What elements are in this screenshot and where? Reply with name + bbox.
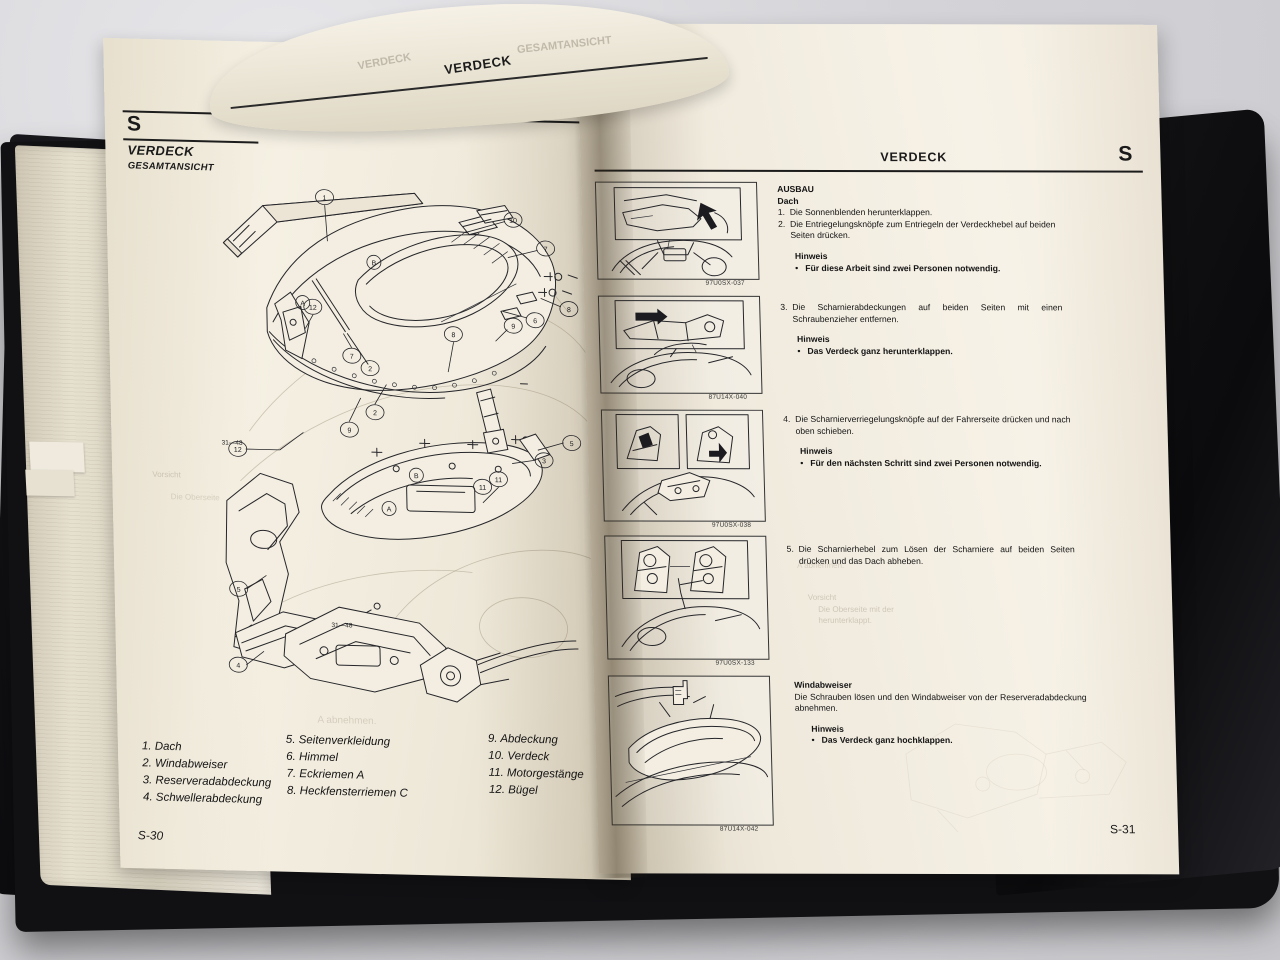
svg-text:11: 11 <box>479 485 487 492</box>
step-number: 3. <box>780 301 788 312</box>
svg-text:12: 12 <box>309 305 317 312</box>
text-block-step3: 3. Die Scharnierabdeckungen auf beiden S… <box>780 302 1064 358</box>
svg-text:31—48: 31—48 <box>331 622 352 630</box>
show-through-curl-right: GESAMTANSICHT <box>516 34 613 57</box>
figure-caption-5: 87U14X-042 <box>719 825 759 833</box>
svg-text:31—48: 31—48 <box>222 439 243 447</box>
svg-text:5: 5 <box>237 587 241 594</box>
step-text: Die Scharnierverriegelungsknöpfe auf der… <box>795 413 1071 436</box>
text-block-step4: 4. Die Scharnierverriegelungsknöpfe auf … <box>783 414 1081 470</box>
note-heading: Hinweis <box>799 446 833 457</box>
figure-panel-1 <box>594 181 760 280</box>
svg-text:7: 7 <box>544 246 548 253</box>
svg-text:7: 7 <box>350 354 354 361</box>
open-book-spread: Vorsicht Die Oberseite A abnehmen. S VER… <box>103 0 1180 898</box>
step-item: 1. Die Sonnenblenden herunterklappen. <box>778 207 1060 219</box>
note-heading: Hinweis <box>794 250 828 261</box>
show-through-abnehmen: A abnehmen. <box>796 560 845 570</box>
legend-item: 12. Bügel <box>488 783 538 797</box>
page-tab-lower <box>25 469 75 497</box>
svg-text:6: 6 <box>533 318 537 325</box>
svg-text:10: 10 <box>509 218 517 225</box>
svg-text:3: 3 <box>542 458 546 465</box>
svg-text:11: 11 <box>495 477 503 484</box>
figure-panel-2 <box>597 295 763 394</box>
svg-text:8: 8 <box>567 307 571 314</box>
svg-text:A: A <box>387 506 392 513</box>
svg-text:9: 9 <box>347 428 351 435</box>
svg-text:B: B <box>414 473 419 480</box>
legend-column-2: 5. Seitenverkleidung 6. Himmel 7. Eckrie… <box>286 732 408 803</box>
figure-caption-1: 97U0SX-037 <box>705 279 745 287</box>
show-through-curl-left: VERDECK <box>356 51 412 73</box>
note-body: Für diese Arbeit sind zwei Personen notw… <box>805 263 1061 275</box>
step-number: 4. <box>783 413 791 424</box>
svg-text:4: 4 <box>236 663 240 670</box>
text-block-ausbau: AUSBAU Dach 1. Die Sonnenblenden herunte… <box>777 184 1061 275</box>
curled-page-header: VERDECK <box>443 52 513 78</box>
svg-text:12: 12 <box>234 447 242 454</box>
figure-panel-4 <box>604 535 770 660</box>
svg-text:5: 5 <box>570 441 574 448</box>
heading-windabweiser: Windabweiser <box>794 679 853 690</box>
left-page-number: S-30 <box>137 828 164 843</box>
figure-caption-4: 97U0SX-133 <box>715 659 755 667</box>
show-through-art-right <box>895 714 1138 844</box>
figure-panel-3 <box>600 409 766 522</box>
svg-text:9: 9 <box>511 324 515 331</box>
legend-column-3: 9. Abdeckung 10. Verdeck 11. Motorgestän… <box>488 731 585 801</box>
svg-text:8: 8 <box>451 332 455 339</box>
right-section-letter: S <box>1118 142 1133 166</box>
figure-caption-2: 87U14X-040 <box>708 393 748 401</box>
right-page: VERDECK S <box>576 23 1180 875</box>
step-item: 2. Die Entriegelungsknöpfe zum Entriegel… <box>778 219 1061 243</box>
svg-text:2: 2 <box>373 410 377 417</box>
note-heading: Hinweis <box>796 334 830 345</box>
heading-ausbau: AUSBAU <box>777 183 815 194</box>
step-item: 4. Die Scharnierverriegelungsknöpfe auf … <box>783 414 1080 438</box>
step-text: Die Scharnierabdeckungen auf beiden Seit… <box>792 301 1063 324</box>
step-text: Die Sonnenblenden herunterklappen. <box>789 207 933 218</box>
show-through-vorsicht: Vorsicht Die Oberseite mit der herunterk… <box>807 592 894 625</box>
right-page-header: VERDECK <box>880 150 948 165</box>
figure-panel-5 <box>607 675 774 826</box>
svg-text:2: 2 <box>368 366 372 373</box>
svg-text:1: 1 <box>323 195 327 202</box>
step-number: 2. <box>777 218 786 229</box>
figure-caption-3: 97U0SX-038 <box>711 521 752 529</box>
left-page: Vorsicht Die Oberseite A abnehmen. S VER… <box>103 37 631 881</box>
left-page-title: VERDECK <box>127 142 195 159</box>
right-header-rule <box>594 169 1143 173</box>
legend-item: 8. Heckfensterriemen C <box>286 784 408 800</box>
step-text: Die Schrauben lösen und den Windabweiser… <box>794 691 1087 714</box>
svg-text:A: A <box>300 300 305 307</box>
svg-text:B: B <box>372 260 377 267</box>
note-body: Für den nächsten Schritt sind zwei Perso… <box>810 458 1080 470</box>
legend-item: 4. Schwellerabdeckung <box>142 791 263 807</box>
note-body: Das Verdeck ganz herunterklappen. <box>807 346 1063 358</box>
page-tab-upper <box>29 441 85 473</box>
step-item: 3. Die Scharnierabdeckungen auf beiden S… <box>780 302 1063 326</box>
step-text: Die Entriegelungsknöpfe zum Entriegeln d… <box>789 218 1056 241</box>
step-number: 1. <box>777 207 786 218</box>
note-block: Hinweis Das Verdeck ganz herunterklappen… <box>797 334 1064 358</box>
note-block: Hinweis Für diese Arbeit sind zwei Perso… <box>795 251 1062 275</box>
right-page-number: S-31 <box>1109 822 1136 837</box>
left-page-subtitle: GESAMTANSICHT <box>127 160 215 174</box>
subheading-dach: Dach <box>777 195 799 206</box>
left-section-letter: S <box>126 112 142 136</box>
note-block: Hinweis Für den nächsten Schritt sind zw… <box>800 446 1081 470</box>
exploded-assembly-diagram: 1 10 7 8 6 9 8 7 12 9 2 2 12 5 3 <box>214 180 615 719</box>
legend-column-1: 1. Dach 2. Windabweiser 3. Reserveradabd… <box>142 738 272 809</box>
